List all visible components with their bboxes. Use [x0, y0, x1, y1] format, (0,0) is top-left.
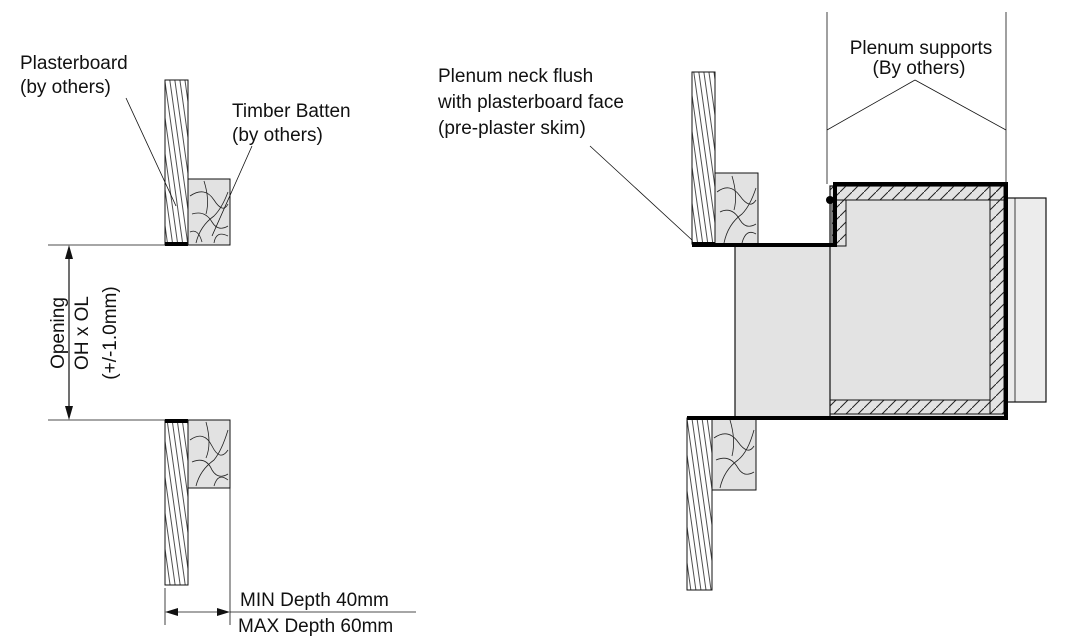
depth-dimension — [164, 488, 416, 625]
plenum-supports-label-line1: Plenum supports — [850, 38, 993, 59]
plenum-supports-label-line2: (By others) — [873, 58, 966, 79]
right-lower-batten — [711, 417, 757, 491]
min-depth-label: MIN Depth 40mm — [240, 590, 389, 611]
timber-batten-label-line2: (by others) — [232, 125, 323, 146]
plenum-neck-label-line1: Plenum neck flush — [438, 66, 593, 87]
plasterboard-label: Plasterboard (by others) — [20, 53, 128, 98]
opening-label-line2: OH x OL — [72, 296, 93, 370]
upper-timber-batten — [187, 178, 231, 246]
opening-label-line1: Opening — [48, 297, 69, 369]
right-upper-batten — [714, 172, 759, 246]
max-depth-label: MAX Depth 60mm — [238, 616, 393, 637]
plenum-supports-label: Plenum supports (By others) — [850, 38, 993, 79]
plasterboard-label-line2: (by others) — [20, 77, 111, 98]
left-detail — [48, 79, 416, 625]
lower-plasterboard — [164, 419, 189, 586]
plenum-supports-lines — [826, 12, 1007, 184]
plasterboard-label-line1: Plasterboard — [20, 53, 128, 74]
plenum-box — [692, 182, 1047, 420]
right-upper-plasterboard — [691, 71, 716, 246]
opening-dimension — [48, 244, 165, 421]
upper-plasterboard — [164, 79, 189, 246]
timber-batten-label-line1: Timber Batten — [232, 101, 351, 122]
timber-batten-label: Timber Batten (by others) — [232, 101, 351, 146]
right-lower-plasterboard — [686, 416, 713, 591]
plenum-neck-label-line2: with plasterboard face — [437, 92, 624, 113]
opening-label-line3: (+/-1.0mm) — [100, 286, 121, 379]
plenum-neck-label-line3: (pre-plaster skim) — [438, 118, 586, 139]
lower-timber-batten — [187, 419, 231, 489]
plenum-neck-label: Plenum neck flush with plasterboard face… — [437, 66, 624, 139]
opening-label: Opening OH x OL (+/-1.0mm) — [48, 286, 121, 379]
right-detail — [589, 12, 1047, 591]
